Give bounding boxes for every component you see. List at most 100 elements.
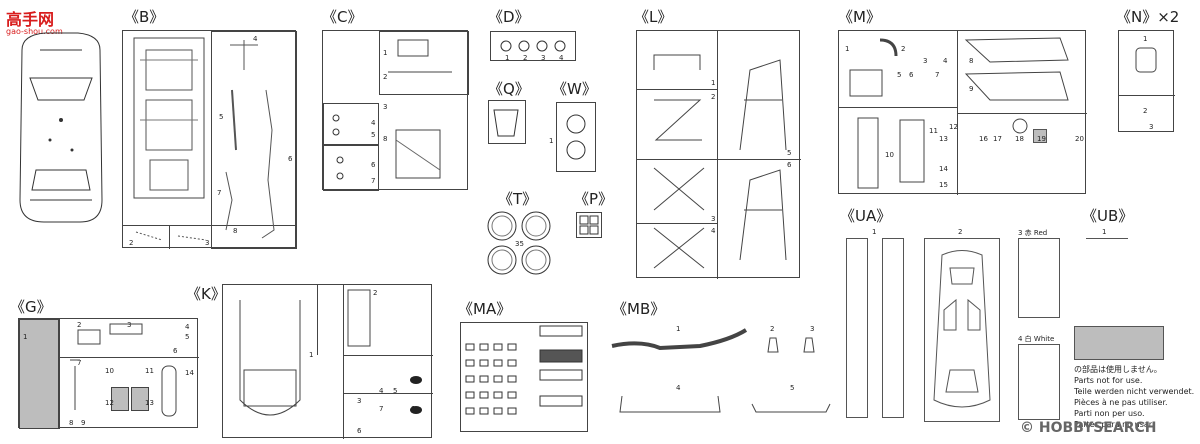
section-label-w: 《W》 <box>552 80 597 98</box>
part-number: 5 <box>790 384 795 392</box>
section-label-t: 《T》 <box>498 190 538 208</box>
part-number: 10 <box>885 151 894 159</box>
part-number: 17 <box>993 135 1002 143</box>
part-number: 7 <box>935 71 940 79</box>
sprue-ma <box>460 322 588 432</box>
part-number: 3 <box>541 54 546 62</box>
part-number: 6 <box>173 347 178 355</box>
part-number: 2 <box>770 325 775 333</box>
part-number: 6 <box>357 427 362 435</box>
part-number: 5 <box>393 387 398 395</box>
part-number: 2 <box>373 289 378 297</box>
part-number: 11 <box>145 367 154 375</box>
part-number: 12 <box>949 123 958 131</box>
white-label: 4 白 White <box>1018 335 1055 343</box>
sprue-k: 1 2 3 4 5 6 7 8 <box>222 284 433 439</box>
watermark-site: gao-shou.com <box>6 27 63 36</box>
part-number: 3 <box>923 57 928 65</box>
section-label-l: 《L》 <box>634 8 673 26</box>
part-number: 7 <box>371 177 376 185</box>
red-label: 3 赤 Red <box>1018 229 1048 237</box>
part-number: 1 <box>872 228 877 236</box>
section-label-c: 《C》 <box>322 8 363 26</box>
part-number: 1 <box>1143 35 1148 43</box>
g-part-not-for-use <box>111 387 129 411</box>
section-label-ub: 《UB》 <box>1082 207 1134 225</box>
sprue-p <box>576 212 602 238</box>
part-number: 4 <box>559 54 564 62</box>
part-number: 18 <box>1015 135 1024 143</box>
sprue-g: 1 2 3 4 5 6 7 8 9 10 11 12 13 14 <box>18 318 199 429</box>
part-number: 4 <box>253 35 258 43</box>
section-label-ua: 《UA》 <box>840 207 892 225</box>
part-number: 3 <box>205 239 210 247</box>
part-number: 2 <box>711 93 716 101</box>
ub-strip <box>1086 238 1128 239</box>
red-sheet <box>1018 238 1060 318</box>
sprue-q <box>488 100 526 144</box>
section-label-n: 《N》×2 <box>1116 8 1180 26</box>
part-number: 3 <box>711 215 716 223</box>
section-label-q: 《Q》 <box>488 80 530 98</box>
part-number: 4 <box>676 384 681 392</box>
section-label-k: 《K》 <box>186 285 226 303</box>
sprue-n: 1 2 3 <box>1118 30 1175 132</box>
not-for-use-swatch <box>1074 326 1164 360</box>
part-number: 2 <box>383 73 388 81</box>
section-label-mb: 《MB》 <box>612 300 666 318</box>
part-number: 7 <box>77 359 82 367</box>
sprue-d: 1 2 3 4 <box>490 31 576 62</box>
part-number: 13 <box>145 399 154 407</box>
part-number: 4 <box>371 119 376 127</box>
sprue-w: 1 <box>549 102 596 172</box>
part-number: 5 <box>219 113 224 121</box>
sprue-m: 1 2 3 4 5 6 7 8 9 10 11 12 13 14 15 16 1… <box>838 30 1087 195</box>
part-number: 3 <box>1149 123 1154 131</box>
part-number: 1 <box>23 333 28 341</box>
part-number: 9 <box>969 85 974 93</box>
g-part-not-for-use <box>131 387 149 411</box>
section-label-b: 《B》 <box>124 8 165 26</box>
part-number: 20 <box>1075 135 1084 143</box>
section-label-p: 《P》 <box>574 190 614 208</box>
g-part-1-not-for-use <box>19 319 59 429</box>
not-for-use-notes: の部品は使用しません。 Parts not for use. Teile wer… <box>1074 365 1195 429</box>
part-number: 7 <box>217 189 222 197</box>
section-label-ma: 《MA》 <box>458 300 512 318</box>
sprue-l: 1 2 3 4 5 6 <box>636 30 801 279</box>
part-number: 3 <box>127 321 132 329</box>
part-number: 19 <box>1037 135 1046 143</box>
part-number: 4 <box>379 387 384 395</box>
part-number: 16 <box>979 135 988 143</box>
part-number: 1 <box>676 325 681 333</box>
part-number: 1 <box>383 49 388 57</box>
decal-ua-1 <box>846 238 868 418</box>
section-label-m: 《M》 <box>838 8 881 26</box>
section-label-d: 《D》 <box>488 8 530 26</box>
parts-not-for-use <box>1033 129 1047 143</box>
part-number: 4 <box>711 227 716 235</box>
part-number: 2 <box>77 321 82 329</box>
part-number: 3 <box>810 325 815 333</box>
part-number: 7 <box>379 405 384 413</box>
part-number: 4 <box>185 323 190 331</box>
part-number: 8 <box>969 57 974 65</box>
part-number: 8 <box>233 227 238 235</box>
white-sheet <box>1018 344 1060 420</box>
part-number: 35 <box>515 240 524 248</box>
part-number: 10 <box>105 367 114 375</box>
section-label-g: 《G》 <box>10 298 52 316</box>
window-mask-ua-2 <box>924 238 1000 422</box>
